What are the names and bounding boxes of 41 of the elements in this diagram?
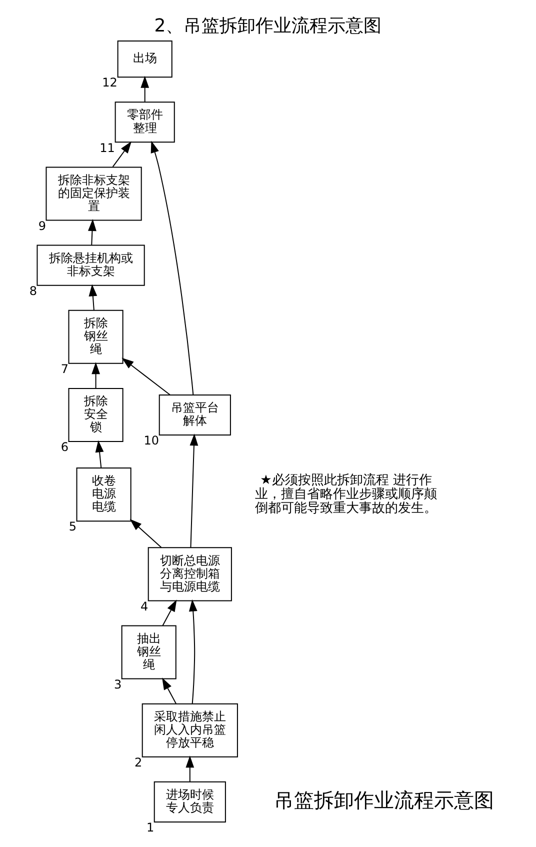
arrow: [95, 440, 104, 468]
node-box: 吊篮平台解体: [158, 394, 231, 436]
node-label: 3: [114, 676, 122, 691]
diagram-title: 2、吊篮拆卸作业流程示意图: [154, 14, 382, 36]
node-label: 1: [146, 820, 154, 834]
arrow: [162, 677, 176, 704]
node-label: 2: [134, 755, 142, 770]
node-box: 切断总电源分离控制箱与电源电缆: [148, 546, 232, 601]
node-box: 进场时候专人负责: [154, 780, 226, 822]
arrow: [88, 218, 96, 245]
node-box: 收卷电源电缆: [76, 467, 132, 522]
node-label: 10: [144, 433, 159, 448]
label: 吊篮拆卸作业流程示意图: [274, 787, 494, 812]
arrow: [122, 357, 170, 395]
node-box: 零部件整理: [114, 101, 175, 142]
arrow: [150, 140, 194, 395]
arrow: [88, 284, 98, 310]
node-box: 抽出钢丝绳: [121, 624, 176, 679]
arrow: [112, 140, 132, 167]
arrow: [190, 433, 198, 548]
node-label: 11: [100, 140, 115, 154]
arrow: [186, 755, 194, 782]
node-box: 拆除悬挂机构或非标支架: [36, 244, 145, 286]
node-label: 7: [60, 362, 69, 376]
node-label: 6: [60, 440, 69, 454]
node-label: 5: [68, 519, 77, 534]
label: ★必须按照此拆卸流程 进行作业，擅自省略作业步骤或顺序颠倒都可能导致重大事故的发生。: [255, 472, 438, 516]
node-box: 采取措施禁止闲人入内吊篮停放平稳: [142, 702, 238, 757]
arrow: [140, 75, 150, 102]
node-label: 4: [140, 598, 148, 613]
node-label: 9: [38, 218, 46, 232]
arrow: [188, 598, 198, 704]
arrow: [92, 362, 100, 388]
arrow: [162, 599, 177, 626]
node-label: 12: [102, 75, 118, 90]
node-box: 拆除钢丝绳: [68, 309, 124, 364]
node-box: 拆除安全锁: [68, 387, 124, 442]
node-label: 8: [29, 283, 38, 298]
node-box: 出场: [117, 40, 172, 78]
arrow: [130, 518, 162, 548]
node-box: 拆除非标支架的固定保护装置: [46, 166, 142, 220]
